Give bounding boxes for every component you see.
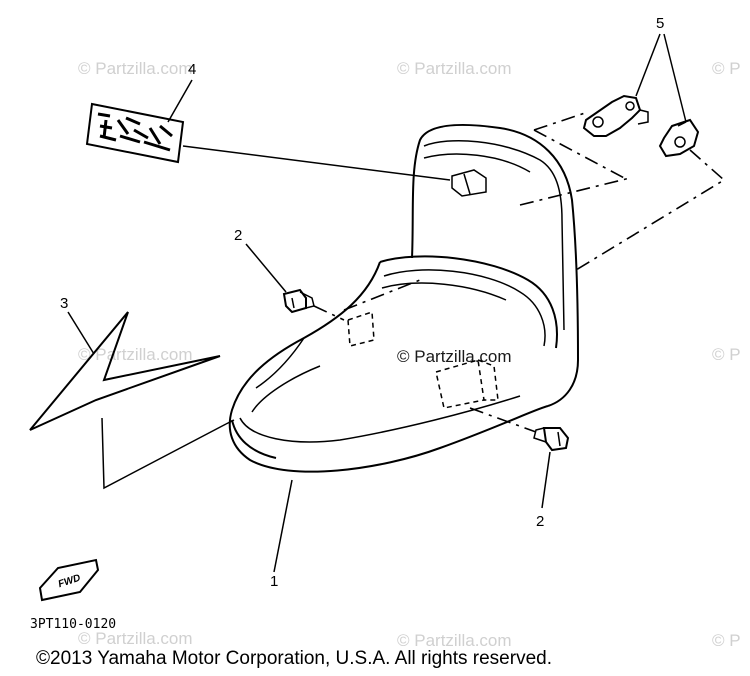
leader-line: [541, 451, 551, 509]
callout-4: 4: [188, 61, 196, 78]
callout-2: 2: [536, 513, 544, 530]
leader-line: [273, 479, 293, 573]
seat: [228, 123, 580, 473]
watermark: © Partzilla.com: [397, 59, 512, 78]
center-line: [533, 111, 589, 131]
fwd-tag: FWD: [38, 558, 100, 602]
fwd-tag-text: FWD: [57, 573, 82, 591]
watermark: © Partzilla.com: [78, 59, 193, 78]
emblem: [29, 311, 221, 431]
center-line: [469, 407, 537, 433]
leader-line: [245, 243, 287, 293]
callout-5: 5: [656, 15, 664, 32]
center-line: [519, 177, 631, 206]
label-decal: [85, 102, 185, 164]
center-line: [575, 149, 726, 271]
leader-line: [663, 33, 687, 123]
watermark: © P: [712, 345, 741, 364]
bracket-left: [582, 94, 649, 137]
bracket-right: [658, 118, 700, 158]
watermark: © Partzilla.com: [78, 345, 193, 364]
leader-line: [67, 311, 95, 355]
diagram-code: 3PT110-0120: [30, 617, 116, 632]
center-line: [313, 305, 345, 321]
leader-line: [182, 145, 451, 181]
callout-2: 2: [234, 227, 242, 244]
watermark: © P: [712, 59, 741, 78]
callout-3: 3: [60, 295, 68, 312]
leader-line: [167, 79, 193, 123]
watermark: © Partzilla.com: [78, 629, 193, 648]
center-line: [343, 279, 421, 311]
leader-line: [635, 33, 661, 97]
copyright-notice: ©2013 Yamaha Motor Corporation, U.S.A. A…: [36, 648, 552, 669]
leader-line: [225, 419, 235, 425]
watermark: © Partzilla.com: [397, 631, 512, 650]
bolt-lower: [533, 427, 570, 452]
callout-1: 1: [270, 573, 278, 590]
watermark: © Partzilla.com: [397, 347, 512, 366]
watermark: © P: [712, 631, 741, 650]
center-line: [533, 129, 629, 181]
bolt-upper: [282, 288, 315, 314]
leader-line: [101, 417, 227, 490]
